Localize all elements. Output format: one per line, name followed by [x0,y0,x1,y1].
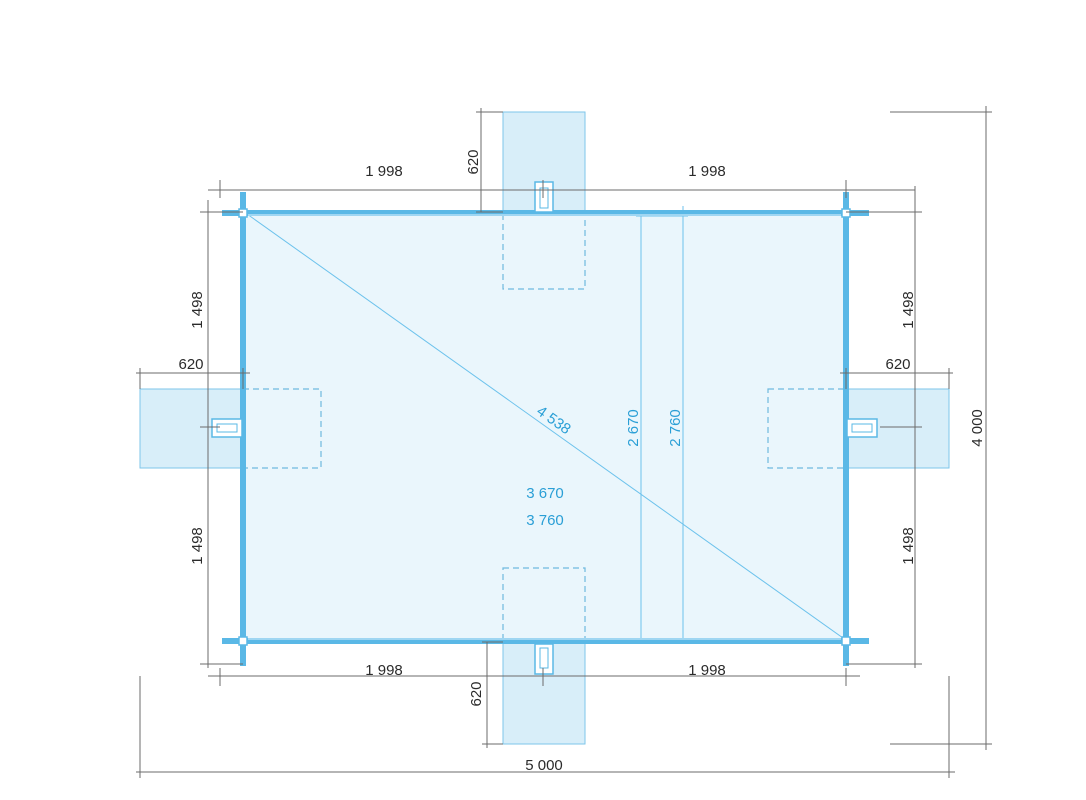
walls [222,192,869,666]
dim-right-lower: 1 498 [900,527,917,565]
dim-bottom-left: 1 998 [365,662,403,679]
dim-overall-width: 5 000 [525,757,563,774]
dim-left-opening: 620 [178,356,203,373]
corner-post [841,208,851,218]
top-window-icon [534,181,554,213]
dim-left-upper: 1 498 [189,291,206,329]
floor-area [243,212,846,642]
dim-left-lower: 1 498 [189,527,206,565]
dim-bottom-right: 1 998 [688,662,726,679]
left-window-icon [211,418,243,438]
label-outer-width: 3 760 [526,512,564,529]
dim-overall-height: 4 000 [969,409,986,447]
label-outer-depth: 2 760 [667,409,684,447]
corner-post [841,636,851,646]
corner-post [238,636,248,646]
dimension-lines [136,106,992,778]
wall-top [222,210,869,216]
dim-top-left: 1 998 [365,163,403,180]
dim-top-opening: 620 [465,149,482,174]
wall-left [240,192,246,666]
bottom-window-icon [534,643,554,675]
diagonal-line [246,213,844,639]
label-inner-depth: 2 670 [625,409,642,447]
dim-right-upper: 1 498 [900,291,917,329]
dim-right-opening: 620 [885,356,910,373]
bottom-dashed-box [502,567,586,643]
dimension-labels: 1 998 1 998 1 998 1 998 620 620 620 620 … [178,149,986,774]
corner-post [238,208,248,218]
corner-posts [238,208,851,646]
wall-right [843,192,849,666]
label-inner-width: 3 670 [526,485,564,502]
right-dashed-box [767,388,847,469]
wall-bottom [222,638,869,644]
right-window-icon [846,418,878,438]
dim-bottom-opening: 620 [468,681,485,706]
dim-top-right: 1 998 [688,163,726,180]
